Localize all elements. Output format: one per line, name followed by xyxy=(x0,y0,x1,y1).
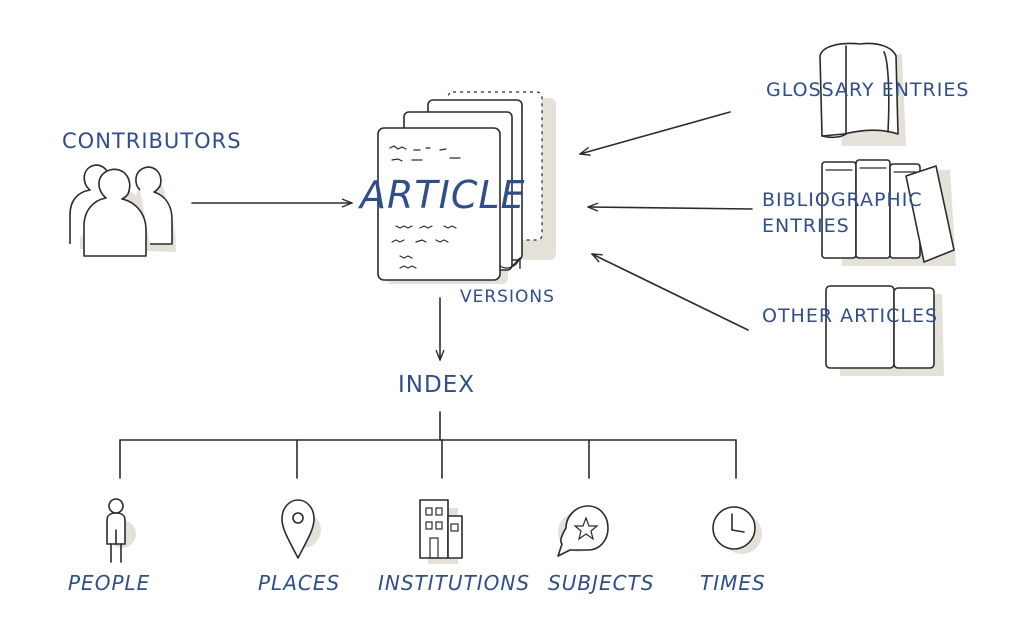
category-label-institutions: INSTITUTIONS xyxy=(378,571,530,595)
article-label: ARTICLE xyxy=(357,173,526,217)
contributors-label: CONTRIBUTORS xyxy=(62,129,242,153)
building-icon xyxy=(419,499,463,564)
category-label-people: PEOPLE xyxy=(68,571,150,595)
category-label-subjects: SUBJECTS xyxy=(548,571,654,595)
person-icon xyxy=(106,498,136,563)
bibliographic-books-icon xyxy=(821,159,956,266)
index-label: INDEX xyxy=(398,372,475,398)
bibliographic-label-line1: BIBLIOGRAPHIC xyxy=(762,189,923,211)
bibliographic-label-line2: ENTRIES xyxy=(762,215,850,237)
other-articles-label: OTHER ARTICLES xyxy=(762,305,938,327)
clock-icon xyxy=(712,506,762,554)
category-label-places: PLACES xyxy=(258,571,340,595)
glossary-entries-label: GLOSSARY ENTRIES xyxy=(766,79,969,101)
index-tree-lines xyxy=(119,411,737,479)
glossary-book-icon xyxy=(819,42,906,146)
bibliographic-to-article-arrow xyxy=(587,202,753,212)
other-articles-to-article-arrow xyxy=(591,253,749,331)
article-document-stack xyxy=(377,91,556,284)
versions-label: VERSIONS xyxy=(460,287,555,307)
map-pin-icon xyxy=(281,499,321,559)
other-articles-icon xyxy=(825,285,944,376)
speech-star-icon xyxy=(557,505,609,557)
category-label-times: TIMES xyxy=(700,571,766,595)
glossary-to-article-arrow xyxy=(579,111,731,156)
contributors-icon xyxy=(69,164,176,257)
